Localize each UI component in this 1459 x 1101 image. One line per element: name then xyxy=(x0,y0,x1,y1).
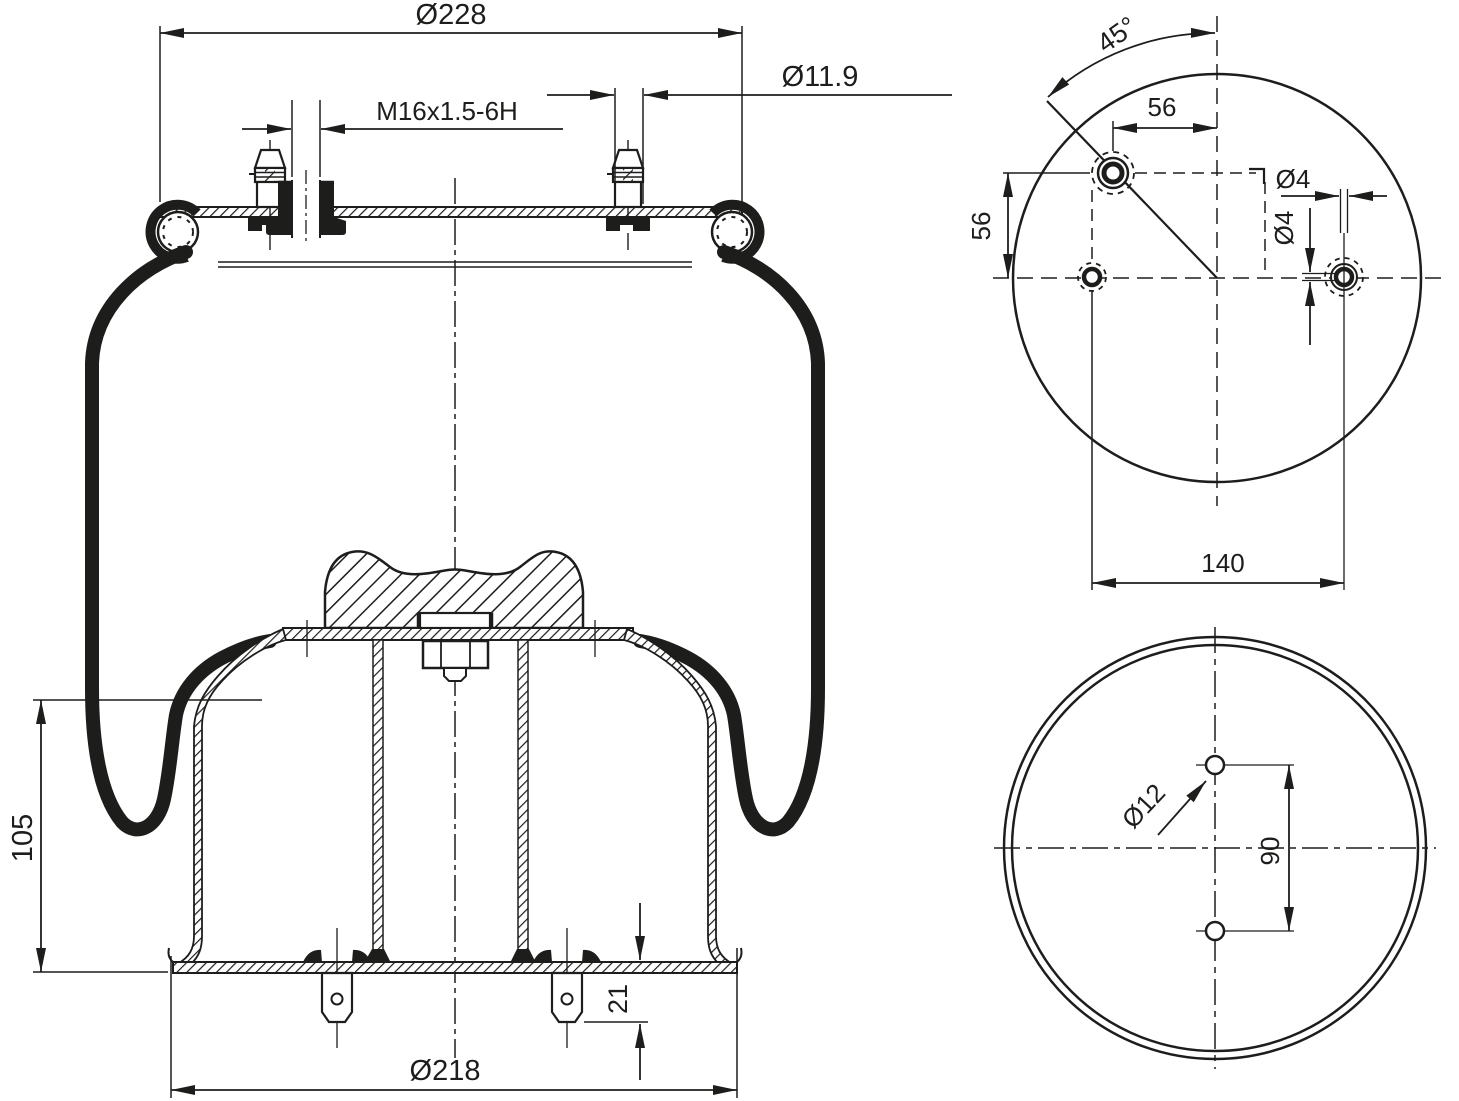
stud-mounds xyxy=(303,949,601,962)
front-view-dimensions xyxy=(33,26,952,1098)
dim-dia119 xyxy=(547,88,952,204)
drain-hole-top xyxy=(1204,754,1226,776)
bottom-stud-right xyxy=(550,928,584,1048)
bottom-view-dimensions xyxy=(1157,765,1294,931)
dim-label-dia119: Ø11.9 xyxy=(782,61,859,93)
threaded-boss-m16 xyxy=(266,170,346,245)
rubber-bumper xyxy=(323,550,585,630)
wall-foot-left xyxy=(364,949,391,963)
bottom-stud-left xyxy=(320,928,354,1048)
dimension-labels: Ø228 M16x1.5-6H Ø11.9 105 21 Ø218 45° 56… xyxy=(7,0,1310,1087)
dim-56v xyxy=(1003,172,1090,278)
dim-dia4v xyxy=(1302,208,1337,345)
inner-tube-wall-right xyxy=(517,639,529,964)
dim-105 xyxy=(33,699,262,973)
dim-label-dia4v: Ø4 xyxy=(1269,211,1299,246)
wall-foot-right xyxy=(510,949,536,963)
dim-56h xyxy=(1112,121,1217,151)
air-fitting-hole xyxy=(1091,151,1135,195)
bellows-wall-right xyxy=(633,245,825,837)
dim-140 xyxy=(1091,290,1344,590)
bolt-hole-left xyxy=(1077,190,1107,292)
bumper-washer xyxy=(418,611,492,630)
radial-45-line xyxy=(1046,100,1218,279)
dim-label-45: 45° xyxy=(1092,11,1143,59)
inner-tube-wall-left xyxy=(372,639,384,964)
base-plate-lip-left xyxy=(167,947,174,973)
dim-label-56v: 56 xyxy=(966,212,996,241)
piston-top-plate xyxy=(282,627,634,641)
dim-label-dia4h: Ø4 xyxy=(1276,164,1311,194)
dim-dia218 xyxy=(170,948,738,1098)
top-view xyxy=(993,16,1448,506)
drain-hole-bottom xyxy=(1204,920,1226,942)
construction-lines xyxy=(1135,167,1266,270)
dim-label-21: 21 xyxy=(603,984,633,1014)
center-bolt-nut xyxy=(421,639,490,682)
dim-21 xyxy=(584,903,648,1080)
dim-label-dia12: Ø12 xyxy=(1116,778,1171,834)
dim-label-dia228: Ø228 xyxy=(416,0,487,31)
dim-label-56h: 56 xyxy=(1148,92,1177,122)
dim-dia228 xyxy=(159,26,743,202)
bead-plate xyxy=(159,206,743,218)
bellows-wall-left xyxy=(85,245,277,837)
bottom-view xyxy=(994,627,1436,1069)
top-view-dimensions xyxy=(1003,27,1387,590)
dim-thread-m16 xyxy=(242,100,563,177)
front-section-view xyxy=(85,140,825,1058)
base-plate xyxy=(172,961,738,974)
dim-label-90: 90 xyxy=(1255,837,1285,866)
top-stud-right xyxy=(606,140,650,250)
dim-label-thread: M16x1.5-6H xyxy=(376,96,518,126)
dim-label-105: 105 xyxy=(7,814,39,862)
dim-label-140: 140 xyxy=(1201,548,1244,578)
dim-label-dia218: Ø218 xyxy=(410,1055,481,1087)
dim-45-arc xyxy=(1047,27,1216,98)
dim-dia4h xyxy=(1281,189,1387,590)
dim-dia12-leader xyxy=(1157,780,1207,836)
